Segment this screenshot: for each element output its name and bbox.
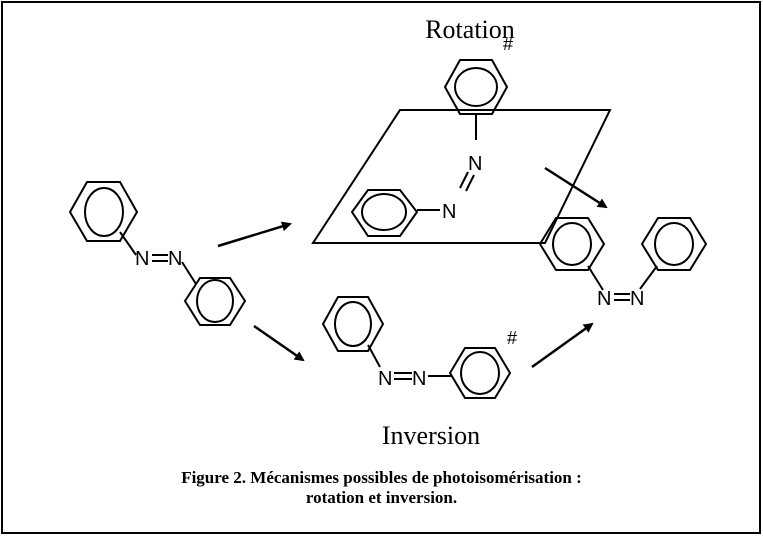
atom-n: N xyxy=(630,288,644,310)
rotation-transition-state xyxy=(311,59,612,244)
aromatic-circle xyxy=(361,193,407,231)
rotation-transition-mark: # xyxy=(503,34,513,54)
aromatic-circle xyxy=(334,301,372,347)
figure-caption-line2: rotation et inversion. xyxy=(305,488,458,507)
atom-n: N xyxy=(597,288,611,310)
nn-double-bond-b xyxy=(465,174,475,192)
rotation-label: Rotation xyxy=(425,15,515,44)
n-c-bond xyxy=(639,265,658,290)
n-c-bond xyxy=(181,261,197,285)
atom-n: N xyxy=(468,153,482,175)
arrow-rotation-to-cis xyxy=(544,166,608,209)
cis-azobenzene-right xyxy=(538,217,708,301)
rotation-plane xyxy=(311,109,612,244)
atom-n: N xyxy=(412,368,426,390)
inversion-transition-state xyxy=(321,296,512,399)
phenyl-ring xyxy=(640,217,708,271)
aromatic-circle xyxy=(552,222,592,266)
c-n-bond xyxy=(119,231,137,256)
atom-n: N xyxy=(378,368,392,390)
phenyl-ring xyxy=(321,296,385,352)
inversion-label: Inversion xyxy=(382,421,480,450)
phenyl-ring xyxy=(448,347,512,399)
arrow-to-rotation xyxy=(217,221,292,248)
phenyl-ring xyxy=(183,277,247,326)
atom-n: N xyxy=(168,248,182,270)
inversion-transition-mark: # xyxy=(507,328,517,348)
phenyl-ring xyxy=(68,181,139,242)
atom-n: N xyxy=(135,248,149,270)
phenyl-ring xyxy=(443,59,509,115)
c-n-bond xyxy=(367,344,381,368)
aromatic-circle xyxy=(196,279,234,323)
aromatic-circle xyxy=(454,67,498,107)
aromatic-circle xyxy=(460,351,500,395)
aromatic-circle xyxy=(84,187,124,237)
arrow-to-inversion xyxy=(253,324,305,362)
phenyl-ring xyxy=(538,217,606,271)
arrow-inversion-to-cis xyxy=(531,322,594,369)
c-n-bond xyxy=(587,265,604,291)
nn-double-bond-a xyxy=(459,171,469,189)
aromatic-circle xyxy=(654,222,694,266)
atom-n: N xyxy=(442,201,456,223)
trans-azobenzene-left xyxy=(68,181,247,326)
figure-caption-line1: Figure 2. Mécanismes possibles de photoi… xyxy=(181,468,582,487)
phenyl-ring xyxy=(350,189,419,237)
